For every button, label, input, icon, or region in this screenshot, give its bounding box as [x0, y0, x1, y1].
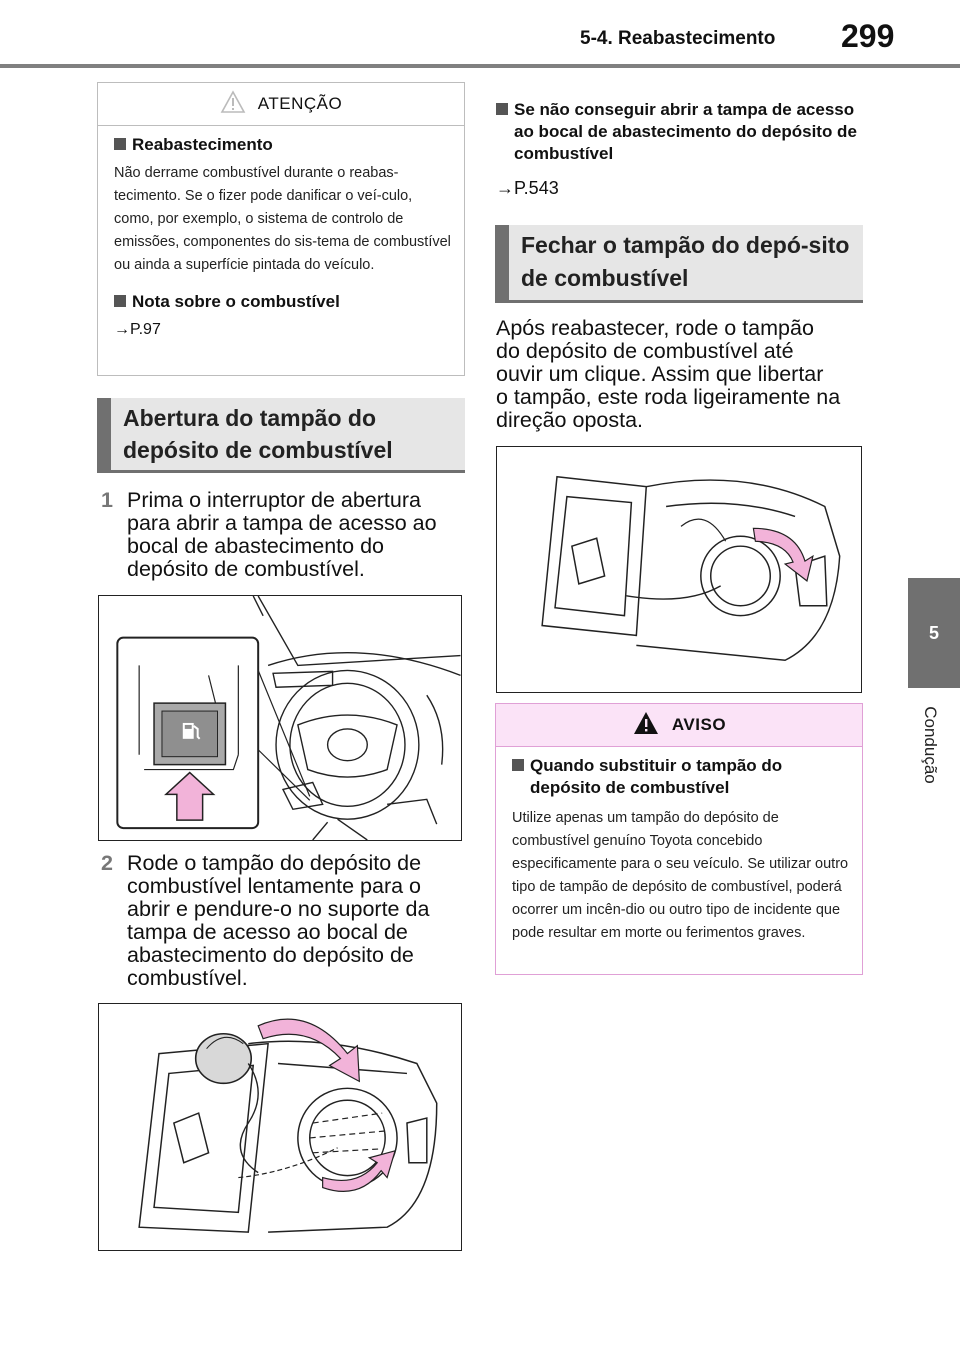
section-title: 5-4. Reabastecimento	[580, 28, 776, 49]
bullet-square-icon	[114, 138, 126, 150]
cannot-open-heading: Se não conseguir abrir a tampa de acesso…	[496, 99, 864, 165]
attention-header: ATENÇÃO	[98, 83, 464, 126]
bullet-square-icon	[512, 759, 524, 771]
figure-open-fuel-cap	[98, 1003, 462, 1251]
refuel-heading: Reabastecimento	[114, 134, 454, 156]
warning-triangle-icon	[220, 89, 246, 119]
page-number: 299	[841, 18, 895, 54]
step-2: 2 Rode o tampão do depósito de combustív…	[101, 851, 430, 990]
replace-cap-heading: Quando substituir o tampão do depósito d…	[512, 755, 852, 799]
replace-cap-text: Utilize apenas um tampão do depósito de …	[512, 810, 849, 941]
fuel-pump-icon	[182, 722, 201, 740]
bullet-square-icon	[496, 103, 508, 115]
bullet-square-icon	[114, 295, 126, 307]
chapter-tab[interactable]: 5	[908, 578, 960, 688]
fuel-note-heading: Nota sobre o combustível	[114, 291, 454, 313]
close-section-title: Fechar o tampão do depó-sito de combustí…	[495, 225, 863, 303]
figure-close-fuel-cap	[496, 446, 862, 693]
close-instructions: Após reabastecer, rode o tampão do depós…	[496, 316, 841, 432]
open-section-title: Abertura do tampão do depósito de combus…	[97, 398, 465, 473]
up-arrow-icon	[164, 771, 216, 821]
rotate-arrow-icon	[322, 1149, 396, 1192]
aviso-box: AVISO Quando substituir o tampão do depó…	[495, 703, 863, 975]
header-rule	[0, 64, 960, 68]
rotate-arrow-icon	[257, 1018, 361, 1083]
cannot-open-ref[interactable]: →P.543	[496, 178, 559, 198]
refuel-text: Não derrame combustível durante o reabas…	[114, 165, 451, 273]
aviso-label: AVISO	[671, 715, 727, 734]
aviso-header: AVISO	[496, 704, 862, 747]
rotate-arrow-icon	[752, 527, 814, 582]
figure-fuel-door-switch	[98, 595, 462, 841]
attention-label: ATENÇÃO	[257, 94, 343, 113]
attention-box: ATENÇÃO Reabastecimento Não derrame comb…	[97, 82, 465, 376]
fuel-note-ref[interactable]: →P.97	[114, 321, 161, 338]
step-1: 1 Prima o interruptor de abertura para a…	[101, 488, 437, 581]
warning-triangle-icon	[632, 710, 660, 741]
